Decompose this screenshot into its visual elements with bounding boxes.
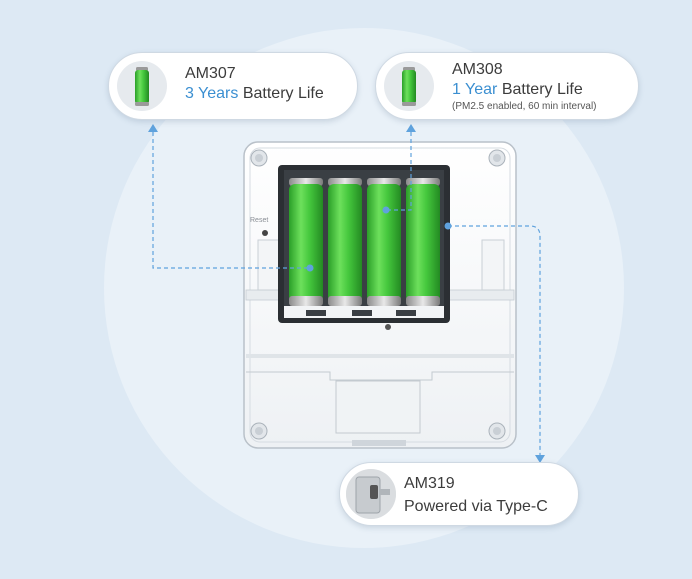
reset-label: Reset <box>250 217 269 224</box>
connector-dot <box>306 264 314 272</box>
power-description: Powered via Type-C <box>404 498 548 515</box>
arrow-up-icon <box>148 124 158 132</box>
connector-dot <box>382 206 390 214</box>
connector-am308 <box>386 132 412 211</box>
battery-life-label: 1 Year Battery Life <box>452 80 597 100</box>
battery-life-suffix: Battery Life <box>238 85 324 102</box>
battery-thumbnail-icon <box>384 61 434 111</box>
connector-dot <box>444 222 452 230</box>
connector-am319 <box>448 225 541 455</box>
battery-thumbnail-icon <box>117 61 167 111</box>
model-label: AM308 <box>452 61 503 78</box>
type-c-port-thumbnail-icon <box>346 469 396 519</box>
battery-life-label: 3 Years Battery Life <box>185 84 324 104</box>
battery-cell-4 <box>406 178 440 306</box>
battery-life-suffix: Battery Life <box>497 81 583 98</box>
battery-years-highlight: 1 Year <box>452 81 498 98</box>
battery-years-highlight: 3 Years <box>185 85 239 102</box>
battery-cell-1 <box>289 178 323 306</box>
connector-am307 <box>152 132 310 269</box>
battery-cell-3 <box>367 178 401 306</box>
callout-am319: AM319 Powered via Type-C <box>339 462 579 526</box>
model-label: AM307 <box>185 65 236 82</box>
battery-life-note: (PM2.5 enabled, 60 min interval) <box>452 101 597 112</box>
callout-am307: AM307 3 Years Battery Life <box>108 52 358 120</box>
callout-am308: AM308 1 Year Battery Life (PM2.5 enabled… <box>375 52 639 120</box>
battery-cell-2 <box>328 178 362 306</box>
arrow-up-icon <box>406 124 416 132</box>
model-label: AM319 <box>404 475 455 492</box>
arrow-down-icon <box>535 455 545 463</box>
